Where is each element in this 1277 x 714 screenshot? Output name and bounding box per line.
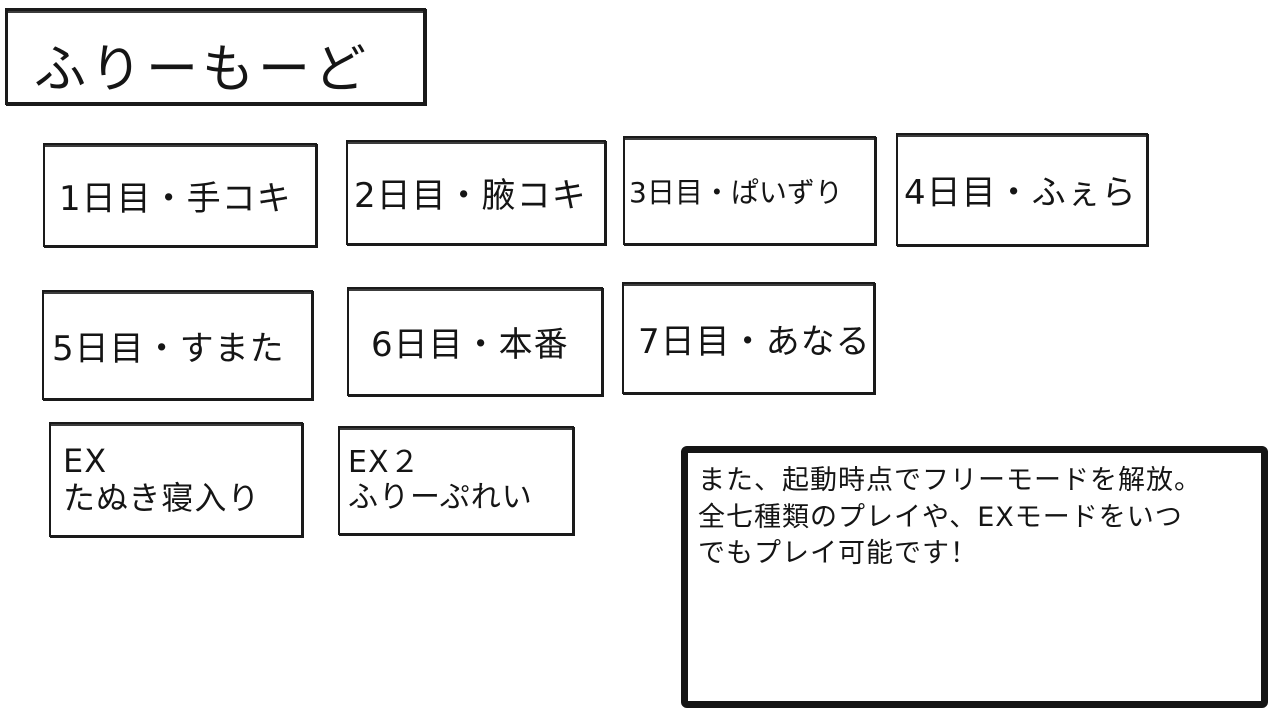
title-panel: ふりーもーど [5,8,426,105]
ex2-tag: EX２ [348,445,421,480]
day6-button[interactable]: 6日目・本番 [347,287,603,396]
ex2-button[interactable]: EX２ ふりーぷれい [338,426,574,535]
message-text: また、起動時点でフリーモードを解放。 全七種類のプレイや、EXモードをいつ でも… [698,465,1202,570]
ex1-tag: EX [63,441,108,480]
day2-button[interactable]: 2日目・腋コキ [346,140,606,245]
ex2-label: ふりーぷれい [348,479,533,515]
day1-label: 1日目・手コキ [59,178,292,219]
day5-button[interactable]: 5日目・すまた [42,290,313,400]
message-window: また、起動時点でフリーモードを解放。 全七種類のプレイや、EXモードをいつ でも… [681,446,1268,708]
page-title: ふりーもーど [34,40,371,100]
day1-button[interactable]: 1日目・手コキ [43,143,317,247]
day4-label: 4日目・ふぇら [904,173,1137,213]
ex1-button[interactable]: EX たぬき寝入り [49,422,303,537]
day5-label: 5日目・すまた [52,328,285,369]
day4-button[interactable]: 4日目・ふぇら [896,133,1148,246]
day2-label: 2日目・腋コキ [354,176,587,216]
day3-label: 3日目・ぱいずり [629,175,843,209]
day6-label: 6日目・本番 [371,325,569,365]
ex1-label: たぬき寝入り [63,478,261,517]
day3-button[interactable]: 3日目・ぱいずり [623,136,876,245]
day7-button[interactable]: 7日目・あなる [622,282,875,394]
day7-label: 7日目・あなる [638,321,871,362]
